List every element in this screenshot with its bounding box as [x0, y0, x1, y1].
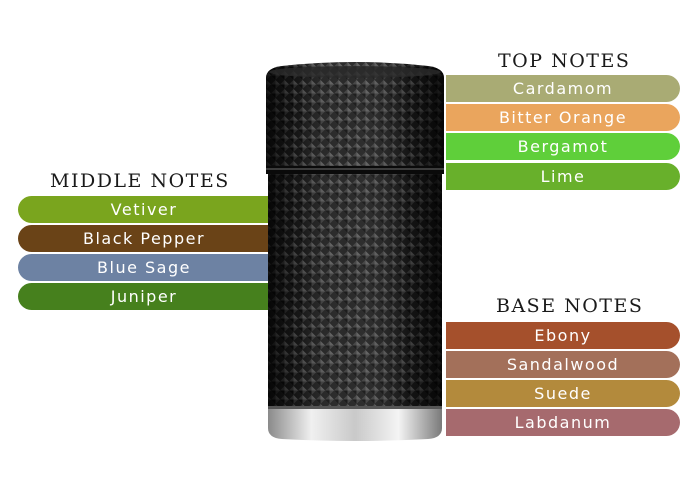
middle-note-3: Blue Sage [18, 254, 270, 281]
middle-note-1: Vetiver [18, 196, 270, 223]
middle-notes-title: MIDDLE NOTES [50, 170, 230, 192]
base-notes-title: BASE NOTES [496, 295, 644, 317]
base-note-2: Sandalwood [446, 351, 680, 378]
base-note-1: Ebony [446, 322, 680, 349]
top-note-1: Cardamom [446, 75, 680, 102]
perfume-bottle [266, 62, 444, 441]
top-note-3: Bergamot [446, 133, 680, 160]
top-note-2: Bitter Orange [446, 104, 680, 131]
middle-note-4: Juniper [18, 283, 270, 310]
top-notes-title: TOP NOTES [498, 50, 631, 72]
top-note-4: Lime [446, 163, 680, 190]
middle-note-2: Black Pepper [18, 225, 270, 252]
base-note-3: Suede [446, 380, 680, 407]
base-note-4: Labdanum [446, 409, 680, 436]
